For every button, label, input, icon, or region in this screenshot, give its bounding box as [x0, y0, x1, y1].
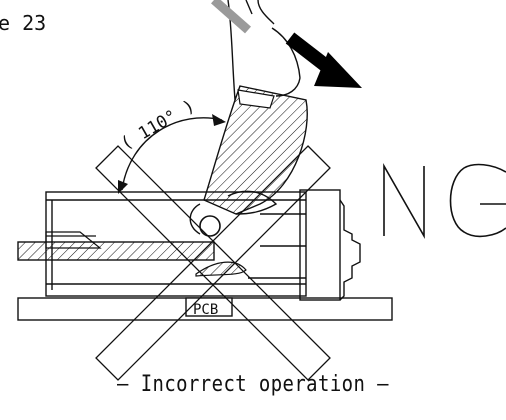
- arrow-down-right-icon: [285, 32, 362, 88]
- cross-icon: [95, 145, 331, 381]
- pcb-plate: [17, 297, 393, 321]
- fpc-cable: [17, 231, 215, 261]
- finger-outline: [227, 0, 301, 101]
- figure-label: e 23: [0, 11, 46, 35]
- connector-housing: [45, 189, 361, 301]
- figure-caption: – Incorrect operation –: [117, 372, 389, 397]
- ng-mark: [383, 162, 506, 240]
- contact-spring: [195, 261, 247, 277]
- press-stroke: [211, 0, 251, 34]
- angle-arc: [118, 114, 226, 194]
- pcb-label: PCB: [193, 302, 218, 318]
- angle-label: ( 110° ): [117, 96, 198, 154]
